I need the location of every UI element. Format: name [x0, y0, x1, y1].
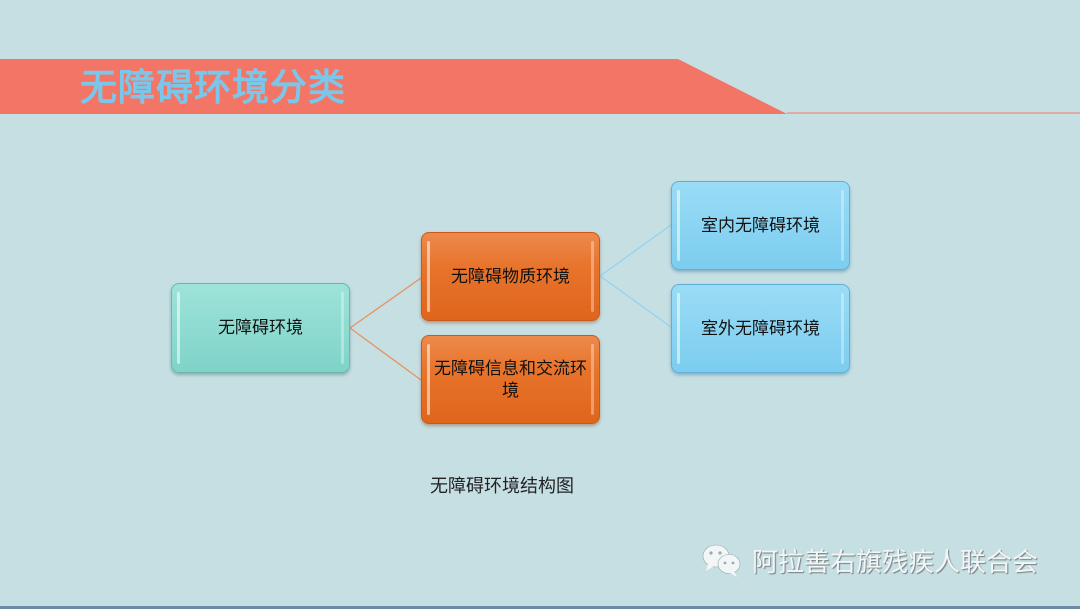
- title-banner: [0, 59, 1080, 117]
- node-indoor-environment[interactable]: 室内无障碍环境: [671, 181, 850, 270]
- watermark-text: 阿拉善右旗残疾人联合会: [752, 547, 1039, 578]
- banner-shape: [0, 59, 1080, 114]
- node-information-label: 无障碍信息和交流环境: [434, 358, 587, 401]
- bottom-rule: [0, 606, 1080, 609]
- wechat-icon: [702, 544, 741, 577]
- node-information-environment[interactable]: 无障碍信息和交流环境: [421, 335, 600, 424]
- diagram-caption: 无障碍环境结构图: [430, 476, 574, 497]
- node-indoor-label: 室内无障碍环境: [701, 215, 820, 236]
- node-outdoor-label: 室外无障碍环境: [701, 318, 820, 339]
- node-physical-label: 无障碍物质环境: [451, 266, 570, 287]
- node-outdoor-environment[interactable]: 室外无障碍环境: [671, 284, 850, 373]
- watermark: 阿拉善右旗残疾人联合会: [700, 540, 1038, 580]
- node-root-label: 无障碍环境: [218, 318, 303, 338]
- node-root[interactable]: 无障碍环境: [171, 283, 350, 373]
- slide-title: 无障碍环境分类: [80, 66, 346, 109]
- node-physical-environment[interactable]: 无障碍物质环境: [421, 232, 600, 321]
